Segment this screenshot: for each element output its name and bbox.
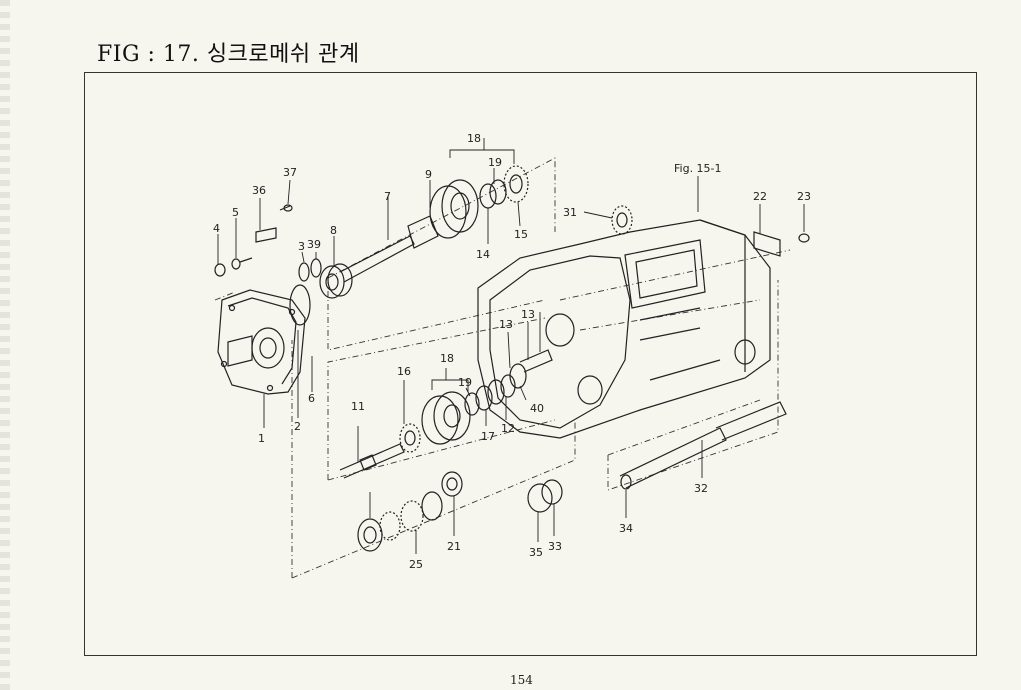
callout-11: 11 — [351, 400, 365, 413]
callout-15: 15 — [514, 228, 528, 241]
callout-labels: 1 2 3 39 4 5 6 7 8 9 11 12 13 13 14 15 1… — [213, 132, 811, 571]
figure-title: FIG : 17. 싱크로메쉬 관계 — [97, 42, 360, 67]
callout-18a: 18 — [467, 132, 481, 145]
callout-14: 14 — [476, 248, 490, 261]
shaft-11 — [339, 443, 405, 479]
callout-3: 3 — [298, 240, 305, 253]
synchro-assembly-18 — [421, 391, 471, 445]
synchro-hub-14-19 — [479, 179, 507, 209]
callout-16: 16 — [397, 365, 411, 378]
plug-35-bearing-33 — [527, 479, 563, 513]
callout-17: 17 — [481, 430, 495, 443]
gear-15 — [503, 165, 529, 203]
shaft-32 — [619, 401, 787, 490]
bearing-8 — [319, 263, 353, 299]
callout-34: 34 — [619, 522, 633, 535]
gasket-ring-2 — [289, 284, 311, 326]
snap-rings-3-39 — [298, 258, 322, 282]
callout-4: 4 — [213, 222, 220, 235]
synchro-rings-19-17-12 — [464, 374, 516, 416]
gear-16 — [399, 423, 421, 453]
diagram-frame — [84, 72, 977, 656]
callout-35: 35 — [529, 546, 543, 559]
callout-6: 6 — [308, 392, 315, 405]
reference-fig-15-1: Fig. 15-1 — [674, 162, 722, 175]
shaft-7 — [339, 215, 439, 283]
callout-19a: 19 — [488, 156, 502, 169]
callout-2: 2 — [294, 420, 301, 433]
callout-21: 21 — [447, 540, 461, 553]
callout-13b: 13 — [521, 308, 535, 321]
front-cover-housing — [217, 289, 306, 395]
callout-19b: 19 — [458, 376, 472, 389]
callout-5: 5 — [232, 206, 239, 219]
callout-12: 12 — [501, 422, 515, 435]
callout-1: 1 — [258, 432, 265, 445]
transmission-case — [477, 219, 771, 439]
gear-31 — [611, 205, 633, 235]
callout-13a: 13 — [499, 318, 513, 331]
synchro-assembly-9 — [429, 179, 479, 239]
callout-40: 40 — [530, 402, 544, 415]
page-number: 154 — [510, 673, 533, 687]
callout-31: 31 — [563, 206, 577, 219]
callout-39: 39 — [307, 238, 321, 251]
page-binding-edge — [0, 0, 10, 690]
callout-25: 25 — [409, 558, 423, 571]
countershaft-gears-25 — [357, 491, 443, 552]
callout-33: 33 — [548, 540, 562, 553]
bearing-21 — [441, 471, 463, 497]
bolts-4-5 — [214, 257, 253, 277]
leader-lines — [217, 138, 805, 554]
sleeve-13-40 — [509, 349, 553, 389]
plate-36-screw-37 — [255, 204, 293, 243]
bracket-22 — [753, 231, 781, 257]
callout-18b: 18 — [440, 352, 454, 365]
bolt-23 — [798, 233, 810, 243]
callout-22: 22 — [753, 190, 767, 203]
callout-32: 32 — [694, 482, 708, 495]
callout-37: 37 — [283, 166, 297, 179]
callout-36: 36 — [252, 184, 266, 197]
callout-9: 9 — [425, 168, 432, 181]
callout-8: 8 — [330, 224, 337, 237]
assembly-guide-lines — [214, 157, 791, 579]
callout-23: 23 — [797, 190, 811, 203]
callout-7: 7 — [384, 190, 391, 203]
